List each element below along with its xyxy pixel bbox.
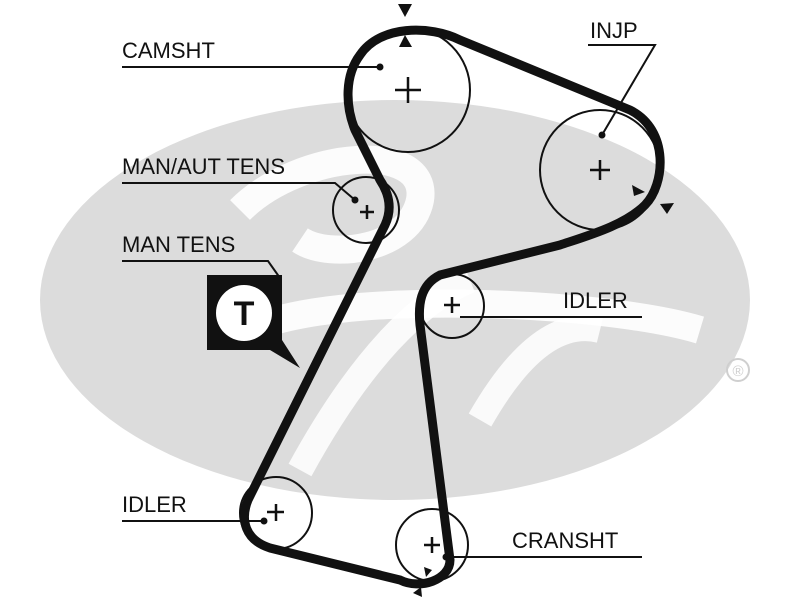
camshaft-center-icon <box>395 77 421 103</box>
idler-left-center-icon <box>267 504 284 521</box>
tensioner-badge: T <box>207 275 300 368</box>
man-aut-tensioner-pulley <box>332 176 400 244</box>
man-aut-tens-leader <box>122 182 356 201</box>
crank-center-icon <box>424 537 440 553</box>
injp-leader <box>588 44 657 136</box>
tens-center-icon <box>360 205 374 219</box>
gates-watermark: ® <box>40 100 750 500</box>
crank-mark-inner-icon <box>424 567 432 577</box>
registered-circle <box>726 358 750 382</box>
label-cransht: CRANSHT <box>512 528 618 553</box>
timing-belt <box>240 25 665 589</box>
injp-mark-inner-icon <box>632 185 645 196</box>
label-man-tens: MAN TENS <box>122 232 235 257</box>
injp-center-icon <box>590 160 610 180</box>
idler-right-center-icon <box>444 297 460 313</box>
man-tens-leader <box>122 260 281 279</box>
badge-letter: T <box>234 295 255 333</box>
label-injp: INJP <box>590 18 638 43</box>
crank-mark-outer-icon <box>413 587 422 597</box>
label-man-aut-tens: MAN/AUT TENS <box>122 154 285 179</box>
badge-circle <box>216 285 272 341</box>
timing-marks <box>398 4 674 597</box>
label-camsht: CAMSHT <box>122 38 215 63</box>
injp-mark-outer-icon <box>660 203 674 214</box>
leader-lines <box>122 44 657 561</box>
cam-mark-outer-icon <box>398 4 412 17</box>
watermark-script <box>230 145 705 344</box>
cam-mark-inner-icon <box>399 35 412 47</box>
watermark-script-2 <box>288 267 604 477</box>
label-idler-right: IDLER <box>563 288 628 313</box>
pulley-centers <box>267 77 610 553</box>
label-idler-left: IDLER <box>122 492 187 517</box>
registered-mark: ® <box>732 363 743 380</box>
